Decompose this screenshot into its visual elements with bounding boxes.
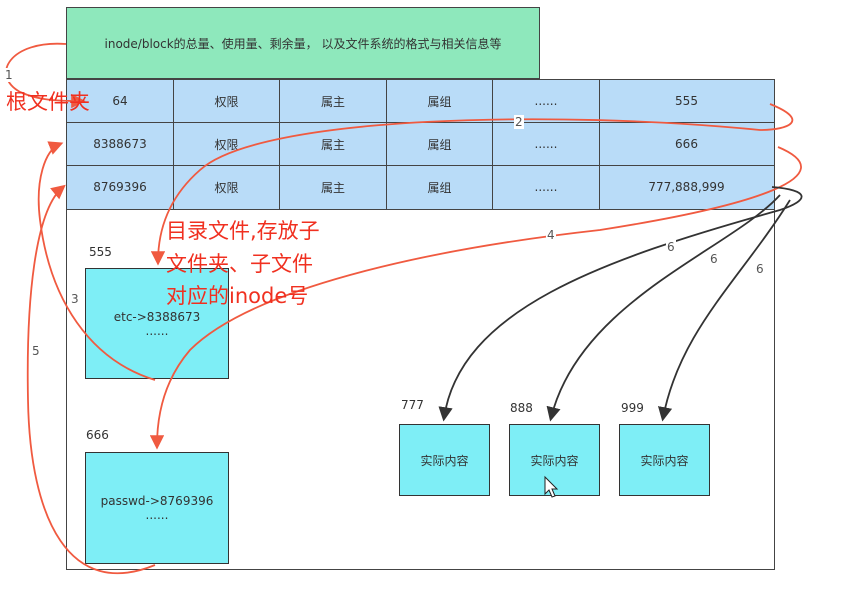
- inode-row-etc: 8388673 权限 属主 属组 ...... 666: [66, 122, 775, 167]
- step-6a-label: 6: [666, 240, 676, 254]
- mouse-cursor-icon: [544, 475, 559, 498]
- arrow-step-1: [5, 42, 86, 109]
- arrow-step-6-999: [657, 199, 791, 422]
- data-block-content: 实际内容: [420, 453, 469, 468]
- arrow-step-6-888: [546, 194, 781, 422]
- data-block-888: 实际内容: [509, 424, 600, 496]
- block-label-666: 666: [86, 428, 109, 442]
- data-block-999: 实际内容: [619, 424, 710, 496]
- data-block-content: 实际内容: [640, 453, 689, 468]
- block-label-777: 777: [401, 398, 424, 412]
- block-label-888: 888: [510, 401, 533, 415]
- step-6b-label: 6: [709, 252, 719, 266]
- dir-file-annotation-line1: 目录文件,存放子: [166, 219, 320, 243]
- arrow-step-6-777: [438, 186, 803, 422]
- ellipsis-cell: ......: [492, 122, 600, 167]
- arrow-step-2: [150, 103, 794, 266]
- step-6c-label: 6: [755, 262, 765, 276]
- step-2-label: 2: [514, 115, 524, 129]
- block-label-999: 999: [621, 401, 644, 415]
- block-pointer-cell: 555: [598, 79, 775, 124]
- arrow-step-3: [37, 141, 156, 381]
- superblock: inode/block的总量、使用量、剩余量， 以及文件系统的格式与相关信息等: [66, 7, 540, 79]
- step-5-label: 5: [31, 344, 41, 358]
- step-3-label: 3: [70, 292, 80, 306]
- inode-number-cell: 8769396: [66, 165, 174, 210]
- ellipsis-cell: ......: [492, 165, 600, 210]
- group-cell: 属组: [385, 79, 494, 124]
- arrow-step-5: [26, 184, 156, 575]
- inode-row-root: 64 权限 属主 属组 ...... 555: [66, 79, 775, 124]
- data-block-content: 实际内容: [530, 453, 579, 468]
- dir-file-annotation-line2: 文件夹、子文件: [166, 252, 313, 276]
- group-cell: 属组: [385, 165, 494, 210]
- owner-cell: 属主: [279, 165, 387, 210]
- dir-entry: passwd->8769396: [100, 494, 214, 508]
- dir-entry-more: ......: [145, 508, 169, 522]
- arrow-step-4: [149, 146, 802, 450]
- dir-file-annotation-line3: 对应的inode号: [166, 284, 309, 308]
- dir-block-666: passwd->8769396 ......: [85, 452, 229, 564]
- dir-entry-more: ......: [145, 323, 169, 338]
- inode-row-passwd: 8769396 权限 属主 属组 ...... 777,888,999: [66, 165, 775, 210]
- step-4-label: 4: [546, 228, 556, 242]
- dir-block-555: etc->8388673 ......: [85, 268, 229, 379]
- superblock-text: inode/block的总量、使用量、剩余量， 以及文件系统的格式与相关信息等: [104, 36, 502, 51]
- step-1-label: 1: [4, 68, 14, 82]
- dir-entry: etc->8388673: [113, 309, 201, 324]
- data-block-777: 实际内容: [399, 424, 490, 496]
- inode-number-cell: 8388673: [66, 122, 174, 167]
- permission-cell: 权限: [172, 165, 281, 210]
- root-folder-annotation: 根文件夹: [6, 90, 90, 114]
- block-label-555: 555: [89, 245, 112, 259]
- block-pointer-cell: 777,888,999: [598, 165, 775, 210]
